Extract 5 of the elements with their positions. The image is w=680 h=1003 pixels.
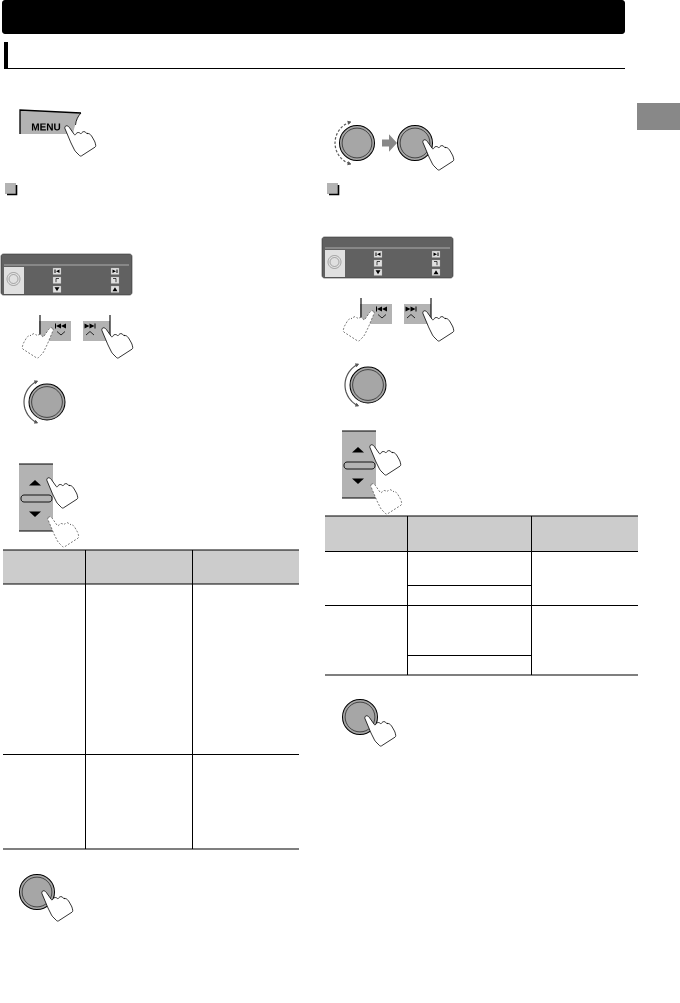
knob (339, 125, 375, 161)
menu-button: MENU (19, 109, 82, 135)
title-bar (2, 0, 625, 34)
knob (28, 383, 66, 421)
knob (349, 366, 387, 404)
